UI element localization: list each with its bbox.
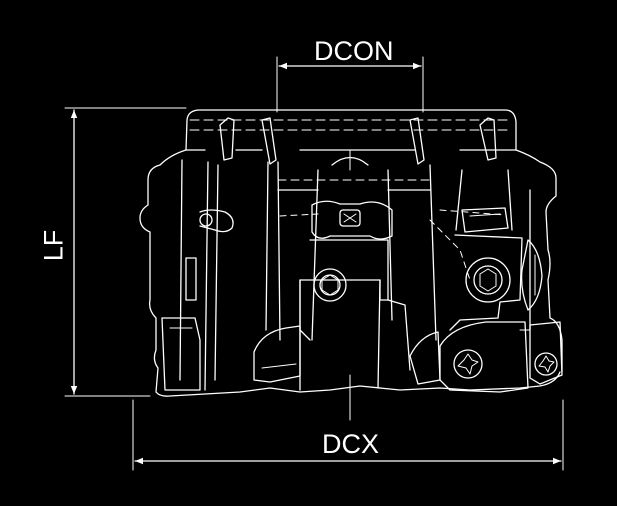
dcon-label: DCON bbox=[314, 36, 394, 66]
dimension-lines bbox=[64, 56, 564, 471]
left-insert-pocket bbox=[161, 209, 234, 391]
lf-label: LF bbox=[38, 229, 69, 262]
cutter-body bbox=[139, 149, 563, 397]
center-insert-pocket bbox=[253, 200, 411, 391]
right-insert-pocket bbox=[409, 207, 563, 393]
dcx-label: DCX bbox=[322, 429, 380, 459]
cutter-top-cap bbox=[185, 109, 517, 165]
